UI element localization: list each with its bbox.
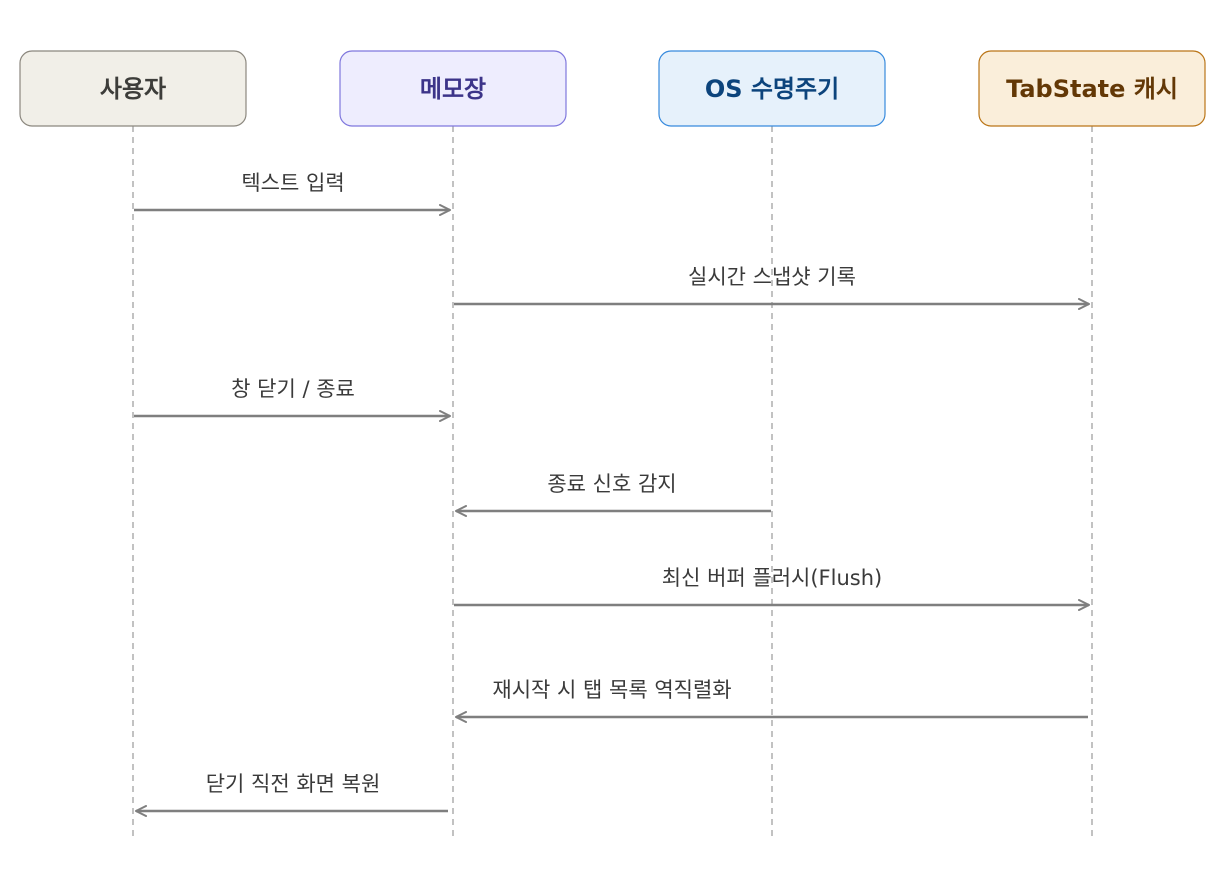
message-1: 텍스트 입력 — [134, 171, 451, 216]
actor-user: 사용자 — [19, 50, 247, 127]
actor-os: OS 수명주기 — [658, 50, 886, 127]
actor-label-notepad: 메모장 — [420, 75, 486, 103]
message-2: 실시간 스냅샷 기록 — [454, 265, 1090, 310]
actor-box-cache — [978, 50, 1206, 127]
message-label: 종료 신호 감지 — [547, 472, 676, 496]
actor-notepad: 메모장 — [339, 50, 567, 127]
message-label: 재시작 시 탭 목록 역직렬화 — [492, 678, 731, 702]
actor-label-user: 사용자 — [100, 75, 166, 103]
message-7: 닫기 직전 화면 복원 — [135, 772, 448, 817]
message-label: 실시간 스냅샷 기록 — [688, 265, 856, 289]
actor-box-user — [19, 50, 247, 127]
actor-cache: TabState 캐시 — [978, 50, 1206, 127]
message-4: 종료 신호 감지 — [455, 472, 771, 517]
message-label: 닫기 직전 화면 복원 — [206, 772, 381, 796]
message-5: 최신 버퍼 플러시(Flush) — [454, 566, 1090, 611]
message-6: 재시작 시 탭 목록 역직렬화 — [455, 678, 1088, 723]
message-label: 창 닫기 / 종료 — [231, 377, 355, 401]
actor-label-cache: TabState 캐시 — [1006, 75, 1178, 103]
message-3: 창 닫기 / 종료 — [134, 377, 451, 422]
actor-label-os: OS 수명주기 — [705, 75, 839, 103]
actor-box-os — [658, 50, 886, 127]
actor-box-notepad — [339, 50, 567, 127]
message-label: 최신 버퍼 플러시(Flush) — [662, 566, 882, 590]
message-label: 텍스트 입력 — [241, 171, 344, 195]
